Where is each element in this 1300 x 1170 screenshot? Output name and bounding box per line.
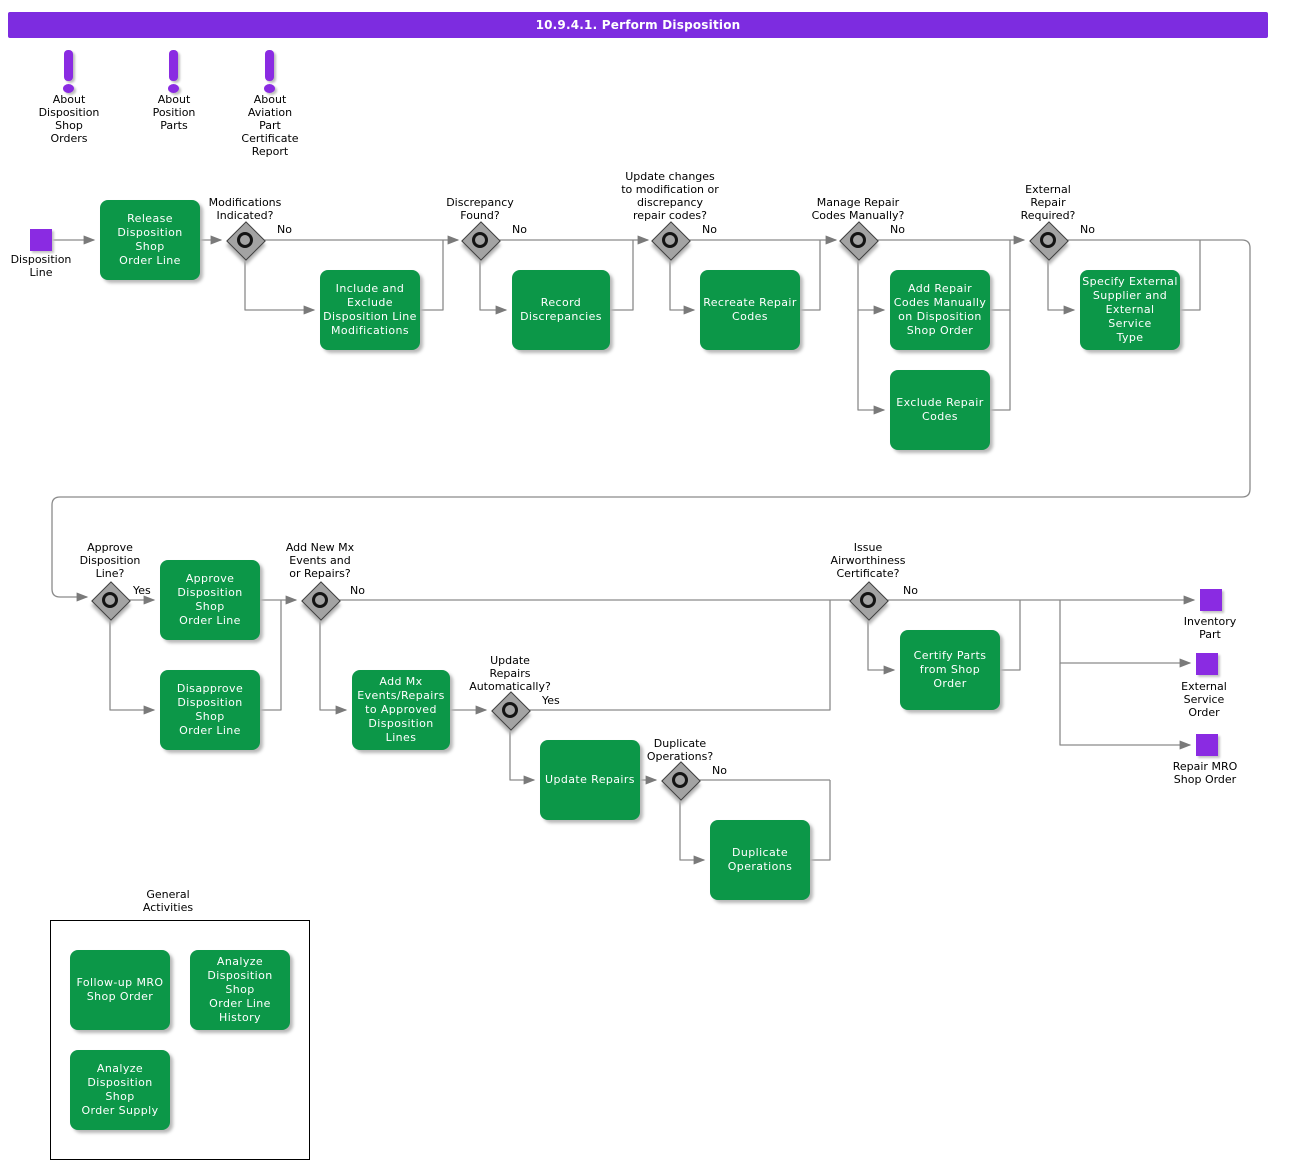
question-update-repairs-automatically: Update Repairs Automatically? [469, 654, 551, 693]
exclamation-icon[interactable] [169, 50, 178, 81]
branch-label-no: No [1080, 223, 1095, 236]
activity-add-mx-events-repairs[interactable]: Add Mx Events/Repairs to Approved Dispos… [352, 670, 450, 750]
gateway-circle-icon [472, 232, 488, 248]
exclamation-icon[interactable] [265, 50, 274, 81]
question-add-new-mx-events: Add New Mx Events and or Repairs? [285, 541, 355, 580]
exclamation-icon[interactable] [63, 84, 74, 93]
activity-add-repair-codes-manually[interactable]: Add Repair Codes Manually on Disposition… [890, 270, 990, 350]
question-duplicate-operations: Duplicate Operations? [646, 737, 714, 763]
gateway-circle-icon [672, 772, 688, 788]
gateway-circle-icon [237, 232, 253, 248]
end-event-label-repair-mro-shop-order: Repair MRO Shop Order [1172, 760, 1238, 786]
exclamation-icon[interactable] [168, 84, 179, 93]
activity-duplicate-operations[interactable]: Duplicate Operations [710, 820, 810, 900]
activity-follow-up-mro-shop-order[interactable]: Follow-up MRO Shop Order [70, 950, 170, 1030]
note-label-aviation-part-certificate: About Aviation Part Certificate Report [241, 93, 299, 158]
branch-label-no: No [903, 584, 918, 597]
activity-disapprove-disposition-shop-order-line[interactable]: Disapprove Disposition Shop Order Line [160, 670, 260, 750]
activity-certify-parts-from-shop-order[interactable]: Certify Parts from Shop Order [900, 630, 1000, 710]
page-title: 10.9.4.1. Perform Disposition [535, 18, 741, 32]
gateway-circle-icon [102, 592, 118, 608]
branch-label-no: No [350, 584, 365, 597]
end-event-inventory-part[interactable] [1200, 589, 1222, 611]
activity-approve-disposition-shop-order-line[interactable]: Approve Disposition Shop Order Line [160, 560, 260, 640]
branch-label-no: No [702, 223, 717, 236]
end-event-label-inventory-part: Inventory Part [1183, 615, 1237, 641]
activity-update-repairs[interactable]: Update Repairs [540, 740, 640, 820]
gateway-circle-icon [662, 232, 678, 248]
question-external-repair-required: External Repair Required? [1020, 183, 1076, 222]
activity-exclude-repair-codes[interactable]: Exclude Repair Codes [890, 370, 990, 450]
start-event-disposition-line[interactable] [30, 229, 52, 251]
title-bar: 10.9.4.1. Perform Disposition [8, 12, 1268, 38]
question-issue-airworthiness-certificate: Issue Airworthiness Certificate? [830, 541, 906, 580]
start-event-label: Disposition Line [10, 253, 72, 279]
question-modifications-indicated: Modifications Indicated? [208, 196, 282, 222]
activity-analyze-order-supply[interactable]: Analyze Disposition Shop Order Supply [70, 1050, 170, 1130]
note-label-disposition-shop-orders: About Disposition Shop Orders [38, 93, 100, 145]
gateway-circle-icon [860, 592, 876, 608]
activity-specify-external-supplier[interactable]: Specify External Supplier and External S… [1080, 270, 1180, 350]
gateway-circle-icon [502, 702, 518, 718]
activity-analyze-order-line-history[interactable]: Analyze Disposition Shop Order Line Hist… [190, 950, 290, 1030]
gateway-circle-icon [312, 592, 328, 608]
branch-label-no: No [712, 764, 727, 777]
activity-release-disposition-shop-order-line[interactable]: Release Disposition Shop Order Line [100, 200, 200, 280]
exclamation-icon[interactable] [64, 50, 73, 81]
end-event-label-external-service-order: External Service Order [1181, 680, 1227, 719]
activity-include-exclude-modifications[interactable]: Include and Exclude Disposition Line Mod… [320, 270, 420, 350]
activity-recreate-repair-codes[interactable]: Recreate Repair Codes [700, 270, 800, 350]
branch-label-no: No [890, 223, 905, 236]
question-approve-disposition-line: Approve Disposition Line? [79, 541, 141, 580]
general-activities-label: General Activities [142, 888, 194, 914]
question-manage-repair-codes: Manage Repair Codes Manually? [811, 196, 905, 222]
end-event-repair-mro-shop-order[interactable] [1196, 734, 1218, 756]
exclamation-icon[interactable] [264, 84, 275, 93]
end-event-external-service-order[interactable] [1196, 653, 1218, 675]
question-update-changes: Update changes to modification or discre… [621, 170, 719, 222]
branch-label-yes: Yes [133, 584, 151, 597]
question-discrepancy-found: Discrepancy Found? [446, 196, 514, 222]
gateway-circle-icon [1040, 232, 1056, 248]
branch-label-no: No [512, 223, 527, 236]
gateway-circle-icon [850, 232, 866, 248]
activity-record-discrepancies[interactable]: Record Discrepancies [512, 270, 610, 350]
note-label-position-parts: About Position Parts [152, 93, 196, 132]
branch-label-no: No [277, 223, 292, 236]
branch-label-yes: Yes [542, 694, 560, 707]
